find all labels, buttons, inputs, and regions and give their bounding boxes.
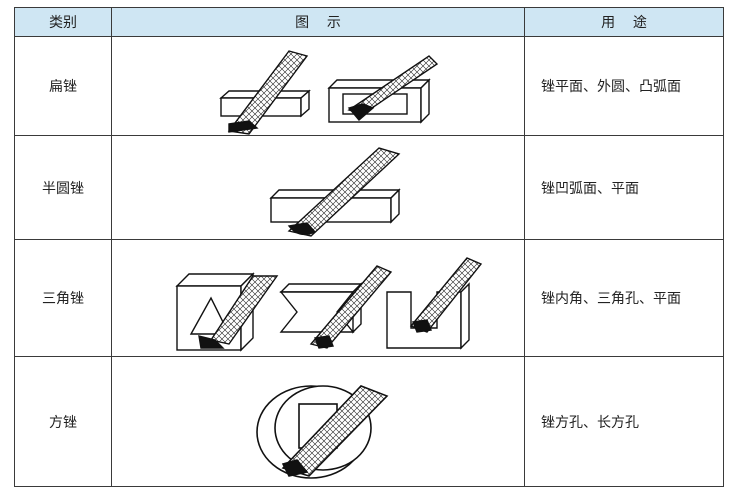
figure-illustrations (175, 50, 483, 479)
header-category: 类别 (49, 15, 77, 31)
triangular-file-hole-figure (175, 272, 279, 352)
row-name-half-round-file: 半圆锉 (42, 180, 84, 197)
row-use-square-file: 锉方孔、长方孔 (541, 414, 639, 431)
row-divider (15, 135, 723, 136)
row-name-square-file: 方锉 (49, 414, 77, 431)
row-divider (15, 239, 723, 240)
triangular-file-groove-figure (279, 265, 393, 349)
column-divider (111, 8, 112, 486)
row-name-flat-file: 扁锉 (49, 78, 77, 95)
half-round-file-figure (269, 147, 401, 237)
header-use: 用 途 (601, 15, 647, 31)
row-divider (15, 356, 723, 357)
flat-file-outer-figure (219, 50, 311, 135)
column-divider (524, 8, 525, 486)
row-use-half-round-file: 锉凹弧面、平面 (541, 180, 639, 197)
flat-file-slot-figure (327, 55, 439, 124)
row-name-triangular-file: 三角锉 (42, 291, 84, 307)
row-use-flat-file: 锉平面、外圆、凸弧面 (541, 78, 681, 95)
table-header (15, 8, 723, 37)
square-file-figure (256, 385, 389, 479)
header-figure: 图 示 (295, 15, 341, 31)
row-use-triangular-file: 锉内角、三角孔、平面 (541, 291, 681, 307)
triangular-file-corner-figure (386, 257, 483, 350)
file-types-table: 类别 图 示 用 途 扁锉 锉平面、外圆、凸弧面 半圆锉 锉凹弧面、平面 三角锉… (14, 7, 724, 487)
